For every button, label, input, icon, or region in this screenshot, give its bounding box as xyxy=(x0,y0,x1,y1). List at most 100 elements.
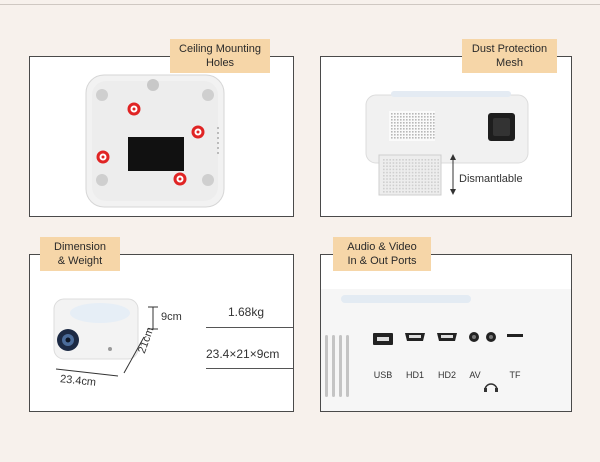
grille-dot xyxy=(405,191,407,193)
grille-dot xyxy=(403,116,405,118)
grille-dot xyxy=(408,187,411,190)
grille-dot xyxy=(402,165,404,167)
grille-dot xyxy=(386,168,388,171)
grille-dot xyxy=(437,191,439,193)
grille-dot xyxy=(437,159,439,161)
grille-dot xyxy=(430,122,432,124)
grille-dot xyxy=(421,187,423,190)
grille-dot xyxy=(431,191,433,193)
grille-dot xyxy=(418,171,420,174)
grille-dot xyxy=(421,128,423,130)
dust-title-line1: Dust Protection xyxy=(471,43,548,55)
size-divider xyxy=(206,368,293,369)
grille-dot xyxy=(386,184,388,187)
grille-dot xyxy=(397,116,399,118)
grille-dot xyxy=(400,131,402,133)
grille-dot xyxy=(412,125,414,127)
ceiling-mount-tag: Ceiling Mounting Holes xyxy=(170,39,270,73)
grille-dot xyxy=(421,175,423,177)
grille-dot xyxy=(386,187,388,190)
grille-dot xyxy=(411,171,414,174)
grille-dot xyxy=(424,178,427,180)
grille-dot xyxy=(427,122,429,124)
grille-dot xyxy=(437,181,439,183)
top-divider xyxy=(0,4,600,5)
grille-dot xyxy=(415,134,417,136)
grille-dot xyxy=(395,191,398,193)
grille-dot xyxy=(389,187,391,190)
grille-dot xyxy=(415,125,417,127)
grille-dot xyxy=(395,178,398,180)
grille-dot xyxy=(427,128,429,130)
grille-dot xyxy=(437,184,439,187)
grille-dot xyxy=(403,128,405,130)
grille-dot xyxy=(406,125,408,127)
grille-dot xyxy=(427,131,429,133)
grille-dot xyxy=(389,191,391,193)
grille-dot xyxy=(411,191,414,193)
grille-dot xyxy=(391,137,393,139)
grille-dot xyxy=(418,165,420,167)
grille-dot xyxy=(415,116,417,118)
grille-dot xyxy=(389,168,391,171)
grille-dot xyxy=(427,165,430,167)
grille-dot xyxy=(406,113,408,115)
grille-dot xyxy=(399,175,401,177)
grille-dot xyxy=(389,178,391,180)
grille-dot xyxy=(433,125,435,127)
grille-dot xyxy=(431,187,433,190)
grille-dot xyxy=(395,159,398,161)
grille-dot xyxy=(391,125,393,127)
size-value: 23.4×21×9cm xyxy=(206,347,280,361)
grille-dot xyxy=(411,181,414,183)
grille-dot xyxy=(427,178,430,180)
grille-dot xyxy=(394,116,396,118)
grille-dot xyxy=(415,178,417,180)
grille-dot xyxy=(434,178,436,180)
grille-dot xyxy=(406,116,408,118)
vent-slot xyxy=(346,335,349,397)
usb-port-label: USB xyxy=(373,370,393,380)
grille-dot xyxy=(418,175,420,177)
grille-dot xyxy=(389,165,391,167)
grille-dot xyxy=(437,187,439,190)
grille-dot xyxy=(421,178,423,180)
grille-dot xyxy=(392,181,395,183)
grille-dot xyxy=(424,159,427,161)
grille-dot xyxy=(403,131,405,133)
grille-dot xyxy=(395,175,398,177)
grille-dot xyxy=(383,159,385,161)
grille-dot xyxy=(415,159,417,161)
grille-dot xyxy=(415,181,417,183)
grille-dot xyxy=(394,125,396,127)
grille-dot xyxy=(427,137,429,139)
grille-dot xyxy=(418,113,420,115)
grille-dot xyxy=(386,162,388,164)
grille-dot xyxy=(405,159,407,161)
grille-dot xyxy=(434,187,436,190)
grille-dot xyxy=(389,175,391,177)
grille-dot xyxy=(437,171,439,174)
ceiling-mount-panel xyxy=(29,56,294,217)
grille-dot xyxy=(408,184,411,187)
grille-dot xyxy=(409,116,411,118)
grille-dot xyxy=(392,187,395,190)
grille-dot xyxy=(424,165,427,167)
dust-mesh-panel: Dismantlable xyxy=(320,56,572,217)
grille-dot xyxy=(394,131,396,133)
grille-dot xyxy=(411,175,414,177)
grille-dot xyxy=(427,113,429,115)
grille-dot xyxy=(437,165,439,167)
grille-dot xyxy=(409,128,411,130)
grille-dot xyxy=(399,191,401,193)
grille-dot xyxy=(427,159,430,161)
grille-dot xyxy=(424,175,427,177)
grille-dot xyxy=(437,162,439,164)
grille-dot xyxy=(406,122,408,124)
grille-dot xyxy=(409,119,411,121)
grille-dot xyxy=(433,128,435,130)
grille-dot xyxy=(418,137,420,139)
grille-dot xyxy=(392,162,395,164)
grille-dot xyxy=(400,113,402,115)
grille-dot xyxy=(411,165,414,167)
